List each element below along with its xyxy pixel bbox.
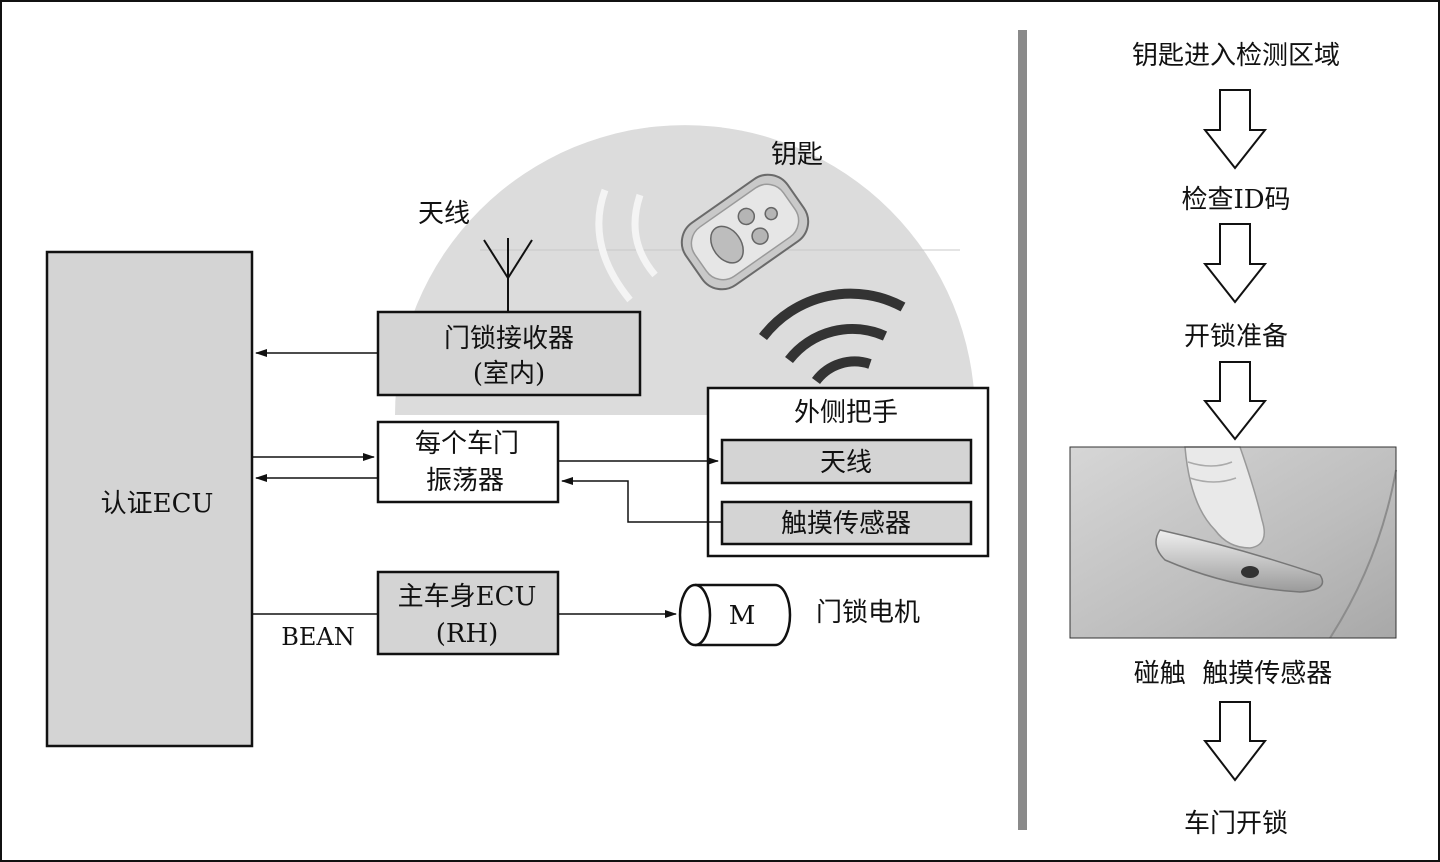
- auth-ecu-label: 认证ECU: [101, 489, 214, 519]
- oscillator-box: [376, 420, 560, 504]
- touch-sensor-label: 触摸传感器: [781, 509, 911, 539]
- flow-step-5: 车门开锁: [1184, 809, 1288, 839]
- flow-step-3: 开锁准备: [1184, 322, 1288, 352]
- key-fob-icon: [680, 173, 810, 291]
- flow-arrow-1: [1202, 89, 1268, 170]
- key-signal-arcs: [595, 188, 658, 303]
- handle-antenna-box: [720, 438, 973, 485]
- auth-ecu-box: [45, 250, 254, 748]
- oscillator-label-1: 每个车门: [415, 429, 519, 459]
- motor-symbol: M: [729, 601, 756, 631]
- body-ecu-label-2: (RH): [436, 619, 499, 649]
- receiver-box: [376, 310, 642, 397]
- body-ecu-box: [376, 570, 560, 656]
- receiver-label-1: 门锁接收器: [444, 324, 574, 354]
- antenna-icon: [483, 238, 533, 312]
- body-ecu-label-1: 主车身ECU: [398, 582, 537, 612]
- motor-cylinder: [678, 583, 792, 647]
- handle-signal-icon: [759, 288, 906, 385]
- door-handle-photo: [1069, 446, 1397, 639]
- flow-step-1: 钥匙进入检测区域: [1132, 41, 1340, 71]
- handle-antenna-label: 天线: [820, 448, 872, 478]
- bean-label: BEAN: [281, 623, 355, 651]
- receiver-label-2: (室内): [473, 359, 545, 389]
- antenna-label: 天线: [418, 199, 470, 229]
- outer-handle-label: 外侧把手: [794, 398, 898, 428]
- motor-label: 门锁电机: [816, 598, 920, 628]
- panel-divider: [1018, 30, 1027, 830]
- flow-arrow-2: [1202, 223, 1268, 304]
- flow-arrow-4: [1202, 701, 1268, 782]
- wire-sensor-to-oscillator: [561, 477, 722, 523]
- touch-sensor-box: [720, 500, 973, 546]
- flow-arrow-3: [1202, 361, 1268, 441]
- flow-step-2: 检查ID码: [1181, 185, 1290, 215]
- key-label: 钥匙: [771, 140, 823, 170]
- oscillator-label-2: 振荡器: [426, 466, 504, 496]
- flow-step-4: 碰触 触摸传感器: [1134, 659, 1333, 689]
